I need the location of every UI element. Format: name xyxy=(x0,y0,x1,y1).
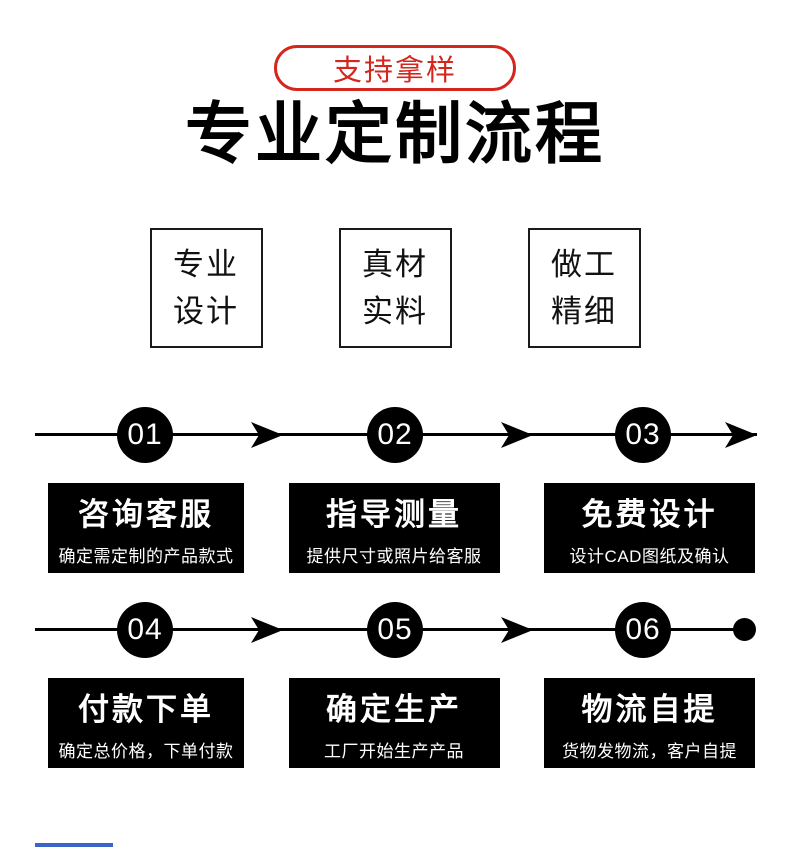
feature-line: 实料 xyxy=(362,294,428,329)
step-card-measure: 指导测量 提供尺寸或照片给客服 xyxy=(288,483,500,573)
feature-line: 真材 xyxy=(362,247,428,282)
step-card-title: 指导测量 xyxy=(326,497,462,532)
step-number: 01 xyxy=(127,418,163,451)
arrow-right-icon xyxy=(501,422,533,448)
step-card-logistics: 物流自提 货物发物流，客户自提 xyxy=(544,678,755,768)
feature-box-materials: 真材 实料 xyxy=(338,228,452,348)
step-card-desc: 确定总价格，下单付款 xyxy=(58,742,234,761)
arrow-right-icon xyxy=(725,422,757,448)
arrow-right-icon xyxy=(501,617,533,643)
step-card-title: 付款下单 xyxy=(78,692,214,727)
step-number: 06 xyxy=(625,613,661,646)
step-number-badge-04: 04 xyxy=(117,602,173,658)
step-number-badge-05: 05 xyxy=(367,602,423,658)
feature-box-design: 专业 设计 xyxy=(149,228,263,348)
step-card-title: 免费设计 xyxy=(581,497,718,532)
step-card-title: 咨询客服 xyxy=(78,497,214,532)
step-card-desc: 设计CAD图纸及确认 xyxy=(569,547,730,566)
step-card-free-design: 免费设计 设计CAD图纸及确认 xyxy=(544,483,755,573)
bottom-section-edge-bar xyxy=(35,843,113,847)
feature-boxes-row: 专业 设计 真材 实料 做工 精细 xyxy=(0,228,790,348)
timeline-row-1: 01 02 03 xyxy=(0,407,790,463)
step-number-badge-01: 01 xyxy=(117,407,173,463)
step-number: 04 xyxy=(127,613,163,646)
step-card-title: 物流自提 xyxy=(581,692,718,727)
sample-support-badge: 支持拿样 xyxy=(274,45,516,91)
page-title: 专业定制流程 xyxy=(185,97,605,172)
arrow-right-icon xyxy=(251,617,283,643)
feature-box-workmanship: 做工 精细 xyxy=(527,228,641,348)
step-cards-row-2: 付款下单 确定总价格，下单付款 确定生产 工厂开始生产产品 物流自提 货物发物流… xyxy=(0,678,790,768)
arrow-right-icon xyxy=(251,422,283,448)
sample-support-badge-label: 支持拿样 xyxy=(332,55,457,87)
step-card-production: 确定生产 工厂开始生产产品 xyxy=(288,678,500,768)
feature-line: 专业 xyxy=(173,247,239,282)
step-card-title: 确定生产 xyxy=(326,692,462,727)
feature-line: 设计 xyxy=(173,294,239,329)
timeline-end-dot xyxy=(733,618,756,641)
step-cards-row-1: 咨询客服 确定需定制的产品款式 指导测量 提供尺寸或照片给客服 免费设计 设计C… xyxy=(0,483,790,573)
step-card-desc: 提供尺寸或照片给客服 xyxy=(306,547,482,566)
timeline-row-2: 04 05 06 xyxy=(0,602,790,658)
step-card-consult: 咨询客服 确定需定制的产品款式 xyxy=(48,483,244,573)
step-number-badge-02: 02 xyxy=(367,407,423,463)
step-card-payment: 付款下单 确定总价格，下单付款 xyxy=(48,678,244,768)
step-card-desc: 确定需定制的产品款式 xyxy=(58,547,234,566)
step-number-badge-06: 06 xyxy=(615,602,671,658)
step-number: 03 xyxy=(625,418,661,451)
step-card-desc: 工厂开始生产产品 xyxy=(324,742,464,761)
feature-line: 精细 xyxy=(551,294,617,329)
step-card-desc: 货物发物流，客户自提 xyxy=(562,742,737,761)
feature-line: 做工 xyxy=(551,247,617,282)
step-number-badge-03: 03 xyxy=(615,407,671,463)
step-number: 05 xyxy=(377,613,413,646)
step-number: 02 xyxy=(377,418,413,451)
